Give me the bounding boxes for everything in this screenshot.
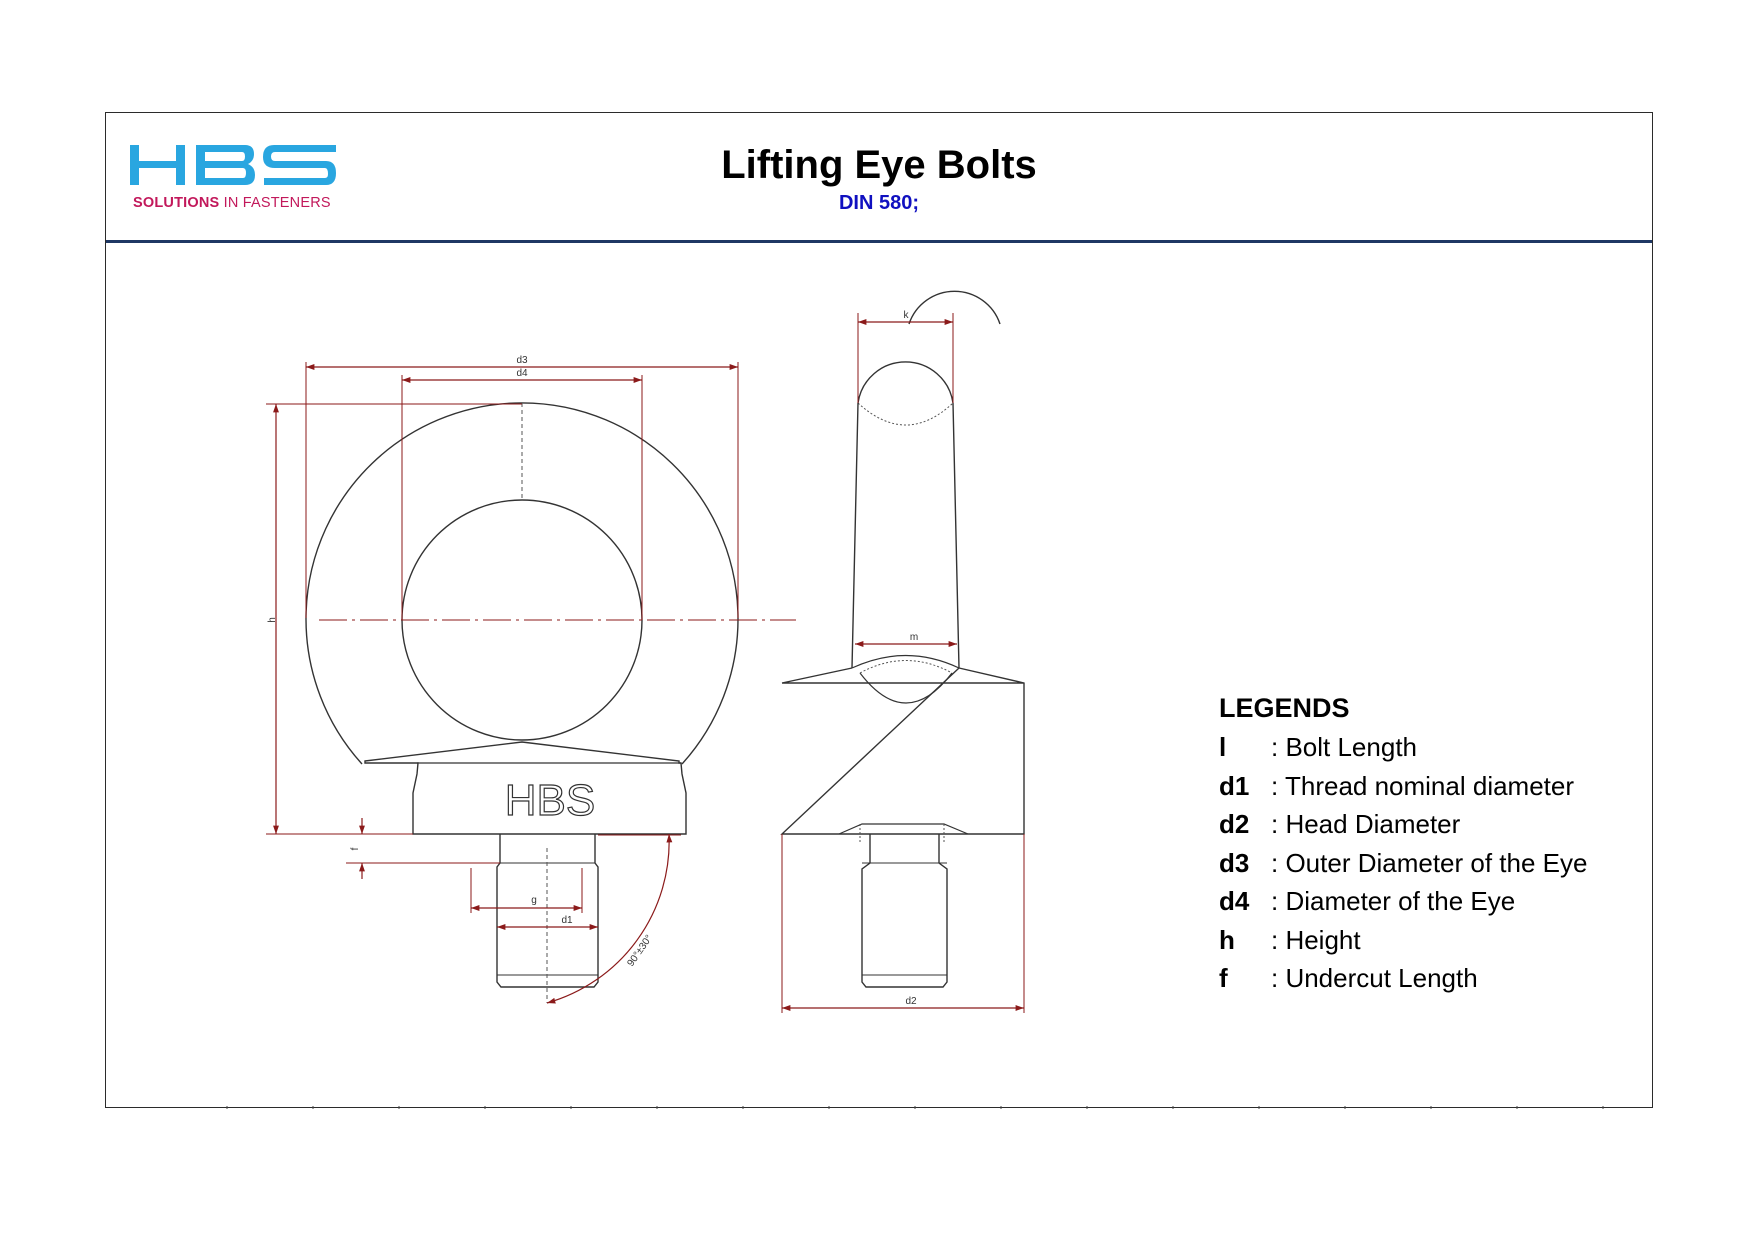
label-m: m: [910, 632, 918, 643]
legend-item: l : Bolt Length: [1219, 728, 1587, 767]
legend-symbol: d1: [1219, 770, 1250, 801]
header-divider: [106, 240, 1652, 243]
legend-item: h : Height: [1219, 921, 1587, 960]
document-subtitle: DIN 580;: [838, 192, 920, 214]
legend-item: d2 : Head Diameter: [1219, 805, 1587, 844]
legend-description: : Head Diameter: [1271, 809, 1461, 839]
front-view: HBS d3 d4: [266, 355, 796, 1004]
eye-top-outline: [908, 290, 1001, 325]
legend-symbol: d3: [1219, 847, 1250, 878]
side-collar-outline: [780, 667, 1025, 835]
legend-list: l : Bolt Length d1 : Thread nominal diamete…: [1219, 728, 1587, 998]
bottom-tick-marks: [226, 1106, 1604, 1109]
dimension-d2: d2: [781, 834, 1025, 1013]
label-g: g: [531, 895, 537, 906]
title-block: SOLUTIONS IN FASTENERS Lifting Eye Bolts…: [106, 113, 1652, 243]
legend-description: : Diameter of the Eye: [1271, 886, 1516, 916]
label-angle: 90°±30°: [625, 933, 655, 969]
dimension-d4: d4: [401, 368, 643, 620]
label-d2: d2: [905, 996, 917, 1007]
side-view: k m d2: [780, 290, 1025, 1013]
legend-symbol: l: [1219, 732, 1227, 762]
legend-item: f : Undercut Length: [1219, 959, 1587, 998]
label-h: h: [267, 617, 278, 623]
legend-description: : Thread nominal diameter: [1271, 770, 1575, 801]
technical-drawing: HBS d3 d4: [266, 290, 1025, 1013]
legend: LEGENDS l : Bolt Length d1 : Thread nominal…: [1219, 693, 1587, 998]
eye-side-outline: [851, 402, 960, 669]
label-d4: d4: [516, 368, 528, 379]
legend-item: d4 : Diameter of the Eye: [1219, 882, 1587, 921]
legend-item: d3 : Outer Diameter of the Eye: [1219, 844, 1587, 883]
dimension-h: h: [266, 403, 522, 835]
dimension-k: k: [857, 310, 954, 403]
label-k: k: [904, 310, 910, 321]
label-d1: d1: [561, 915, 573, 926]
dimension-m: m: [855, 632, 957, 647]
legend-symbol: h: [1219, 924, 1235, 955]
dimension-f: f: [346, 818, 500, 879]
eye-outer-outline: [305, 402, 739, 765]
legend-symbol: f: [1219, 963, 1228, 993]
legend-item: d1 : Thread nominal diameter: [1219, 767, 1587, 806]
collar-outline: [364, 741, 687, 835]
document-title: Lifting Eye Bolts: [721, 143, 1037, 187]
dimension-d3: d3: [305, 355, 739, 618]
dimension-g: g: [470, 868, 583, 913]
collar-marking: HBS: [505, 776, 595, 825]
logo-tagline: SOLUTIONS IN FASTENERS: [133, 195, 331, 211]
legend-description: : Bolt Length: [1271, 732, 1417, 762]
label-d3: d3: [516, 355, 528, 366]
legend-description: : Outer Diameter of the Eye: [1271, 847, 1588, 878]
legend-symbol: d4: [1219, 886, 1250, 916]
legend-title: LEGENDS: [1219, 693, 1350, 723]
hbs-logo: [130, 145, 336, 185]
legend-description: : Height: [1271, 924, 1361, 955]
drawing-sheet: SOLUTIONS IN FASTENERS Lifting Eye Bolts…: [105, 112, 1653, 1109]
legend-description: : Undercut Length: [1271, 963, 1478, 993]
legend-symbol: d2: [1219, 809, 1250, 839]
label-f: f: [350, 847, 361, 850]
side-shank-outline: [861, 834, 948, 988]
